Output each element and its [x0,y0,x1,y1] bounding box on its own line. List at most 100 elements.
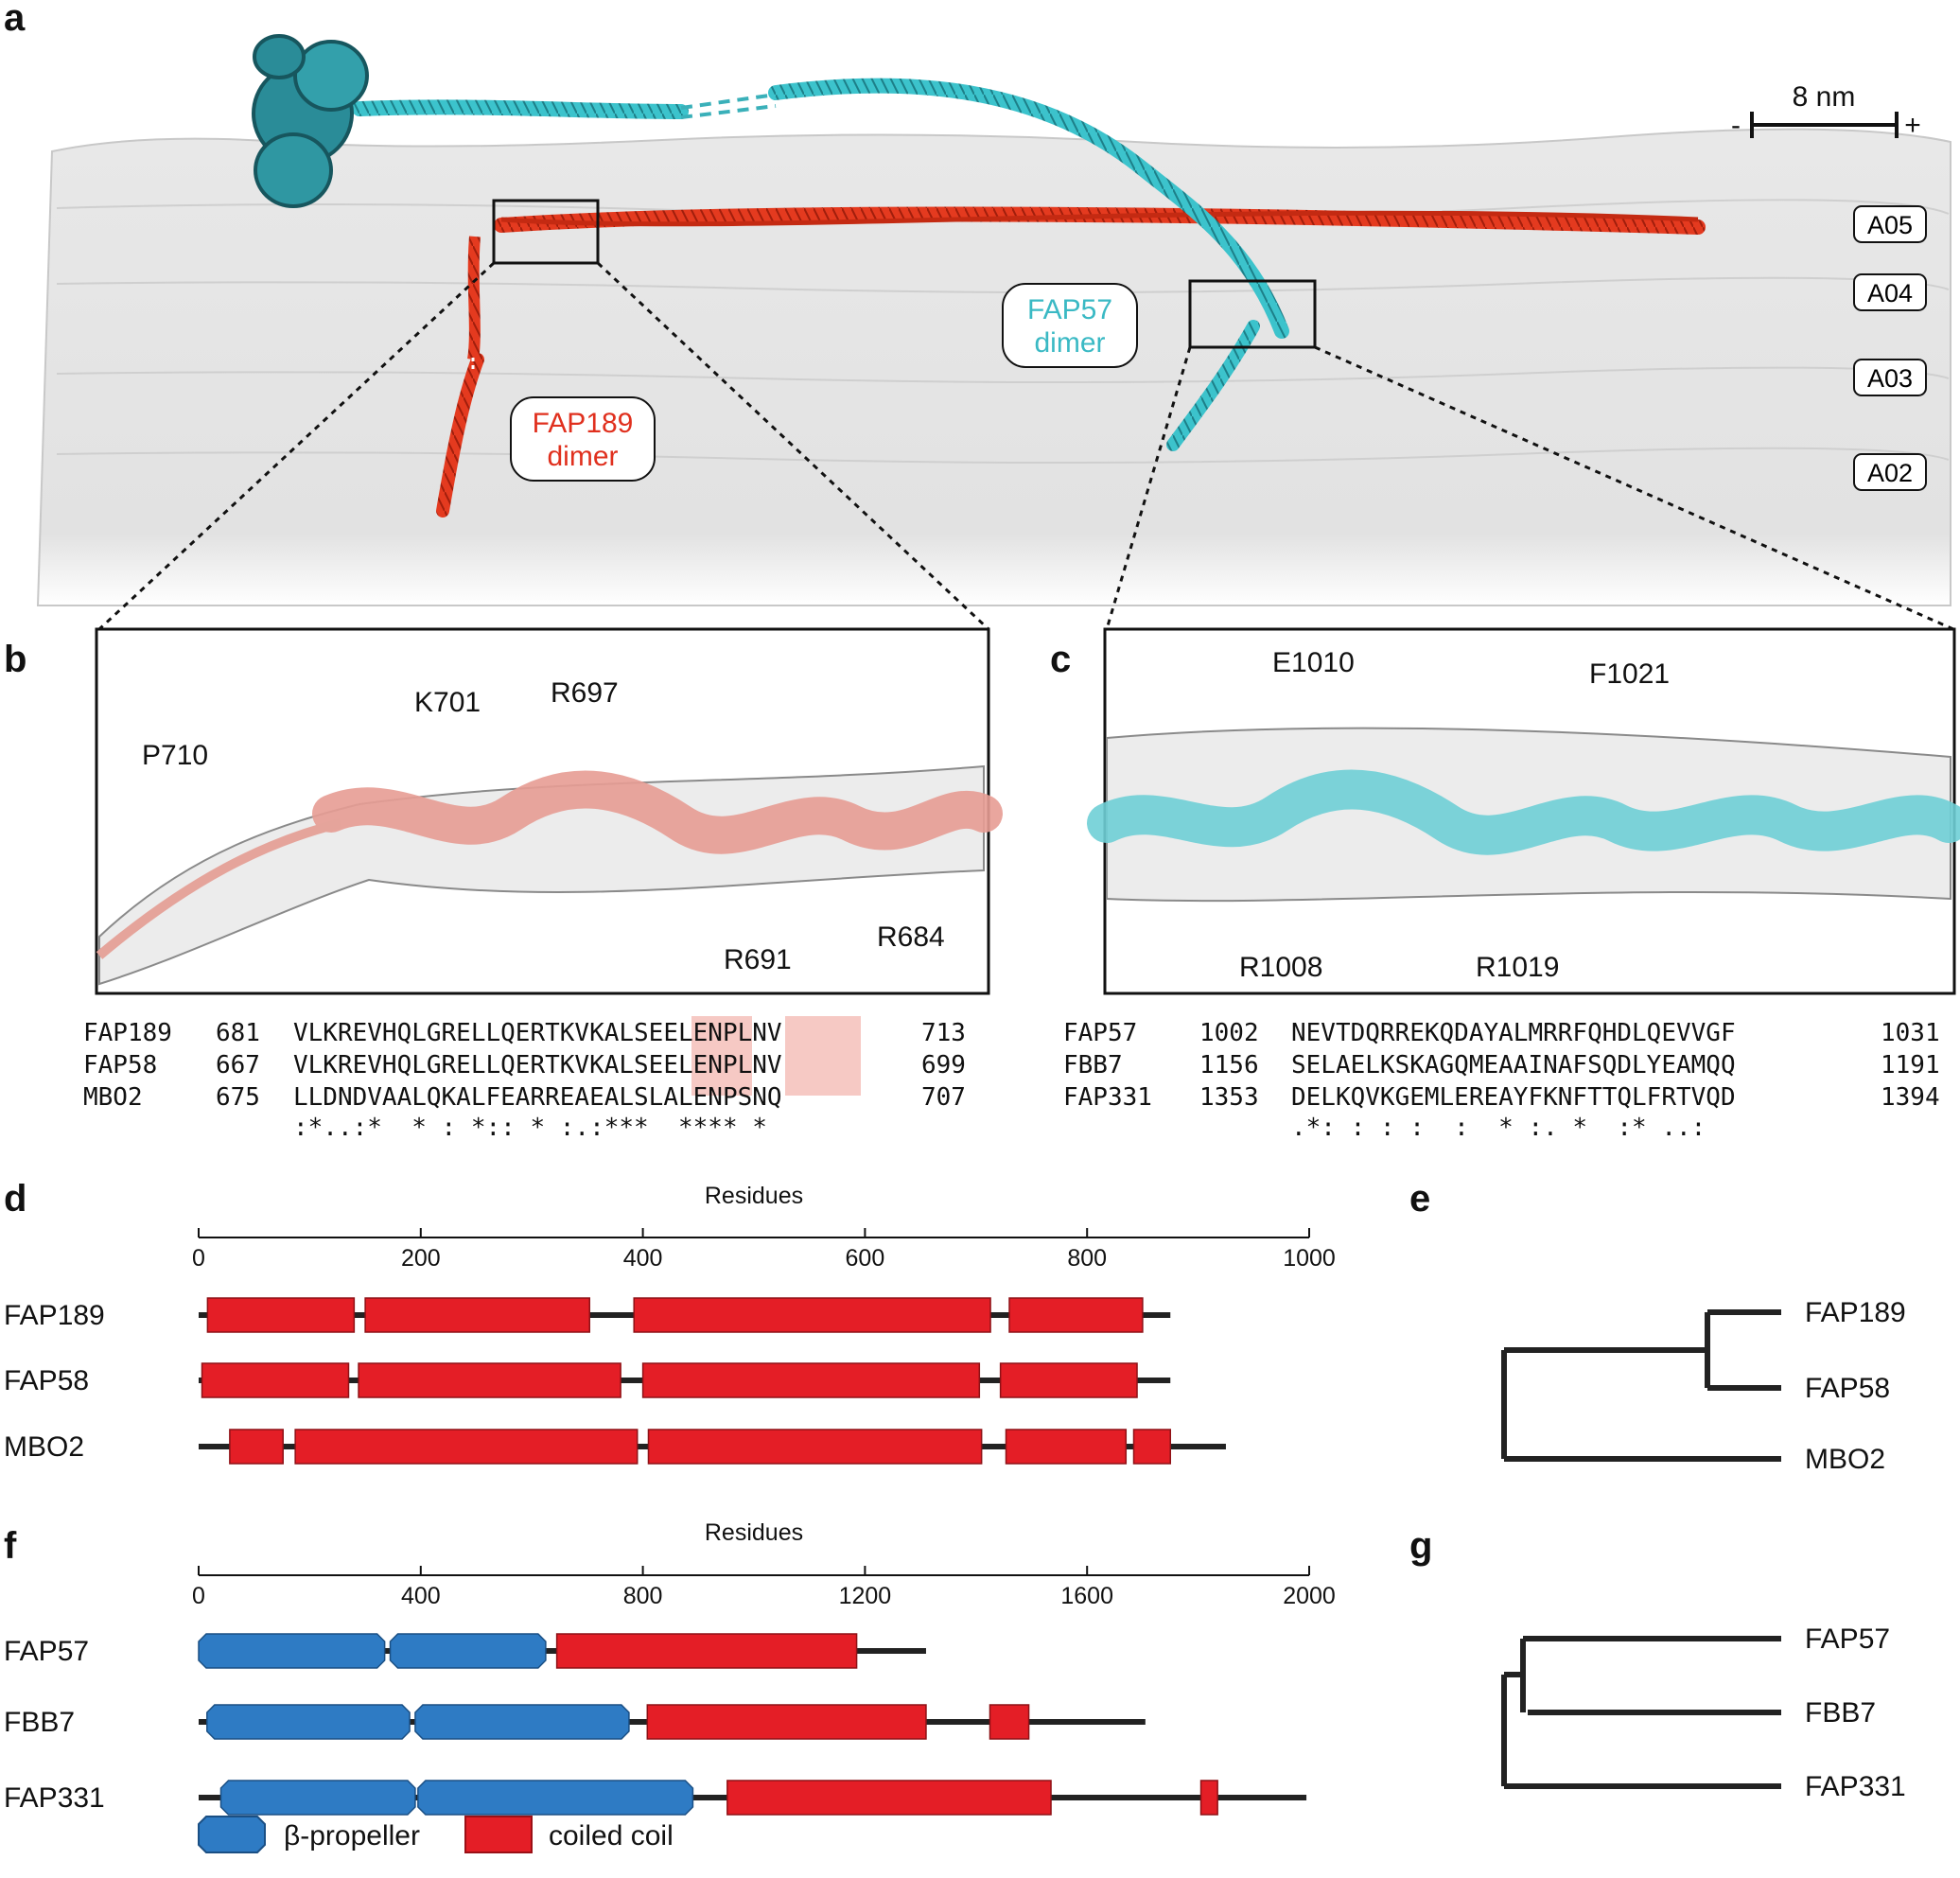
coiled-coil-domain [364,1297,590,1333]
layer-a04: A04 [1853,273,1927,311]
svg-text:FAP58: FAP58 [83,1051,157,1079]
svg-text::*..:* * : *:: * :.:*** ****: :*..:* * : *:: * :.:*** **** * [293,1114,767,1142]
svg-text:R697: R697 [551,677,619,709]
svg-text:1002: 1002 [1199,1019,1259,1047]
fap189-dimer-model [436,206,1706,518]
svg-text:FAP189: FAP189 [83,1019,172,1047]
svg-text:NEVTDQRREKQDAYALMRRFQHDLQEVVGF: NEVTDQRREKQDAYALMRRFQHDLQEVVGF [1291,1019,1736,1047]
beta-propeller-domain [206,1704,411,1740]
panel-label-d: d [4,1178,26,1220]
svg-text:667: 667 [216,1051,260,1079]
layer-a02: A02 [1853,453,1927,491]
svg-text:A04: A04 [1867,279,1913,307]
svg-text:713: 713 [921,1019,966,1047]
svg-text:dimer: dimer [1034,327,1105,359]
coiled-coil-domain [641,1362,981,1398]
svg-text:E1010: E1010 [1272,647,1355,678]
microtubule-surface [36,128,1951,606]
coiled-coil-domain [1199,1780,1218,1816]
coiled-coil-domain [555,1633,858,1669]
svg-text:F1021: F1021 [1589,658,1670,690]
svg-text:FBB7: FBB7 [1063,1051,1123,1079]
svg-text:LLDNDVAALQKALFEARREAEALSLALENP: LLDNDVAALQKALFEARREAEALSLALENPSNQ [293,1083,782,1112]
legend-propeller-label: β-propeller [284,1820,420,1852]
beta-propeller-domain [414,1704,630,1740]
layer-a05: A05 [1853,205,1927,243]
x-axis-title: Residues [705,1183,803,1209]
protein-label: FAP189 [4,1300,105,1331]
coiled-coil-domain [201,1362,350,1398]
tree-g-leaf-fap331: FAP331 [1805,1771,1906,1802]
svg-text:A05: A05 [1867,211,1913,239]
legend-coil-label: coiled coil [549,1820,674,1852]
panel-b-density-view: P710 K701 R697 R691 R684 [95,627,1003,995]
beta-propeller-domain [417,1780,694,1816]
svg-text:dimer: dimer [547,441,618,472]
svg-text:R684: R684 [877,921,945,953]
svg-text:A03: A03 [1867,364,1913,393]
svg-text:FAP57: FAP57 [1027,294,1112,325]
coiled-coil-domain [647,1429,983,1465]
x-axis-title: Residues [705,1519,803,1546]
panel-label-c: c [1050,639,1071,680]
svg-text:FAP331: FAP331 [1063,1083,1152,1112]
fap189-dimer-label: FAP189 dimer [510,396,656,482]
x-tick-label: 0 [192,1583,205,1609]
x-tick-label: 400 [401,1583,441,1609]
svg-text:R1008: R1008 [1239,952,1322,983]
x-tick-label: 1000 [1283,1245,1336,1272]
tree-e-leaf-fap58: FAP58 [1805,1373,1890,1404]
panel-label-g: g [1409,1525,1432,1567]
zoom-box-b [492,199,600,265]
x-tick-label: 600 [846,1245,885,1272]
tree-g: FAP57 FBB7 FAP331 [1501,1624,1906,1802]
tree-g-leaf-fbb7: FBB7 [1805,1697,1876,1729]
svg-text:675: 675 [216,1083,260,1112]
x-tick-label: 400 [623,1245,663,1272]
fap57-dimer-model [252,34,1289,451]
panel-c-alignment: FAP57 1002 NEVTDQRREKQDAYALMRRFQHDLQEVVG… [1063,1019,1940,1142]
svg-text:1353: 1353 [1199,1083,1259,1112]
protein-label: FBB7 [4,1707,75,1738]
panel-b-alignment: FAP189 681 VLKREVHQLGRELLQERTKVKALSEELEN… [83,1016,966,1142]
beta-propeller-domain [389,1633,547,1669]
x-tick-label: 2000 [1283,1583,1336,1609]
svg-text:R1019: R1019 [1476,952,1559,983]
beta-propeller-domain [219,1780,416,1816]
svg-text:.*: : : : : * :. * :* ..:: .*: : : : : * :. * :* ..: [1291,1114,1706,1142]
svg-text:P710: P710 [142,740,208,771]
svg-text:DELKQVKGEMLEREAYFKNFTTQLFRTVQD: DELKQVKGEMLEREAYFKNFTTQLFRTVQD [1291,1083,1736,1112]
x-tick-label: 800 [623,1583,663,1609]
coiled-coil-domain [229,1429,284,1465]
tree-e-leaf-mbo2: MBO2 [1805,1444,1885,1475]
fap57-dimer-label: FAP57 dimer [1002,283,1138,368]
protein-label: MBO2 [4,1431,84,1463]
svg-text:SELAELKSKAGQMEAAINAFSQDLYEAMQQ: SELAELKSKAGQMEAAINAFSQDLYEAMQQ [1291,1051,1736,1079]
svg-text:1031: 1031 [1881,1019,1940,1047]
coiled-coil-domain [1005,1429,1128,1465]
beta-propeller-domain [198,1633,386,1669]
tree-g-leaf-fap57: FAP57 [1805,1624,1890,1655]
panel-label-e: e [1409,1178,1430,1220]
protein-label: FAP57 [4,1636,89,1667]
protein-label: FAP331 [4,1782,105,1814]
svg-text:K701: K701 [414,687,481,718]
protein-label: FAP58 [4,1365,89,1396]
coiled-coil-domain [999,1362,1138,1398]
coiled-coil-domain [358,1362,621,1398]
tree-e-leaf-fap189: FAP189 [1805,1297,1906,1328]
scale-bar-minus: - [1731,110,1741,141]
panel-c-density-view: E1010 F1021 R1008 R1019 [1087,627,1960,995]
scale-bar: 8 nm - + [1731,81,1921,141]
coiled-coil-domain [989,1704,1030,1740]
x-tick-label: 0 [192,1245,205,1272]
layer-a03: A03 [1853,359,1927,396]
coiled-coil-domain [294,1429,639,1465]
zoom-box-c [1188,279,1317,349]
svg-text:707: 707 [921,1083,966,1112]
coiled-coil-domain [206,1297,356,1333]
legend-coil-swatch [464,1816,533,1853]
scale-bar-label: 8 nm [1793,81,1856,113]
